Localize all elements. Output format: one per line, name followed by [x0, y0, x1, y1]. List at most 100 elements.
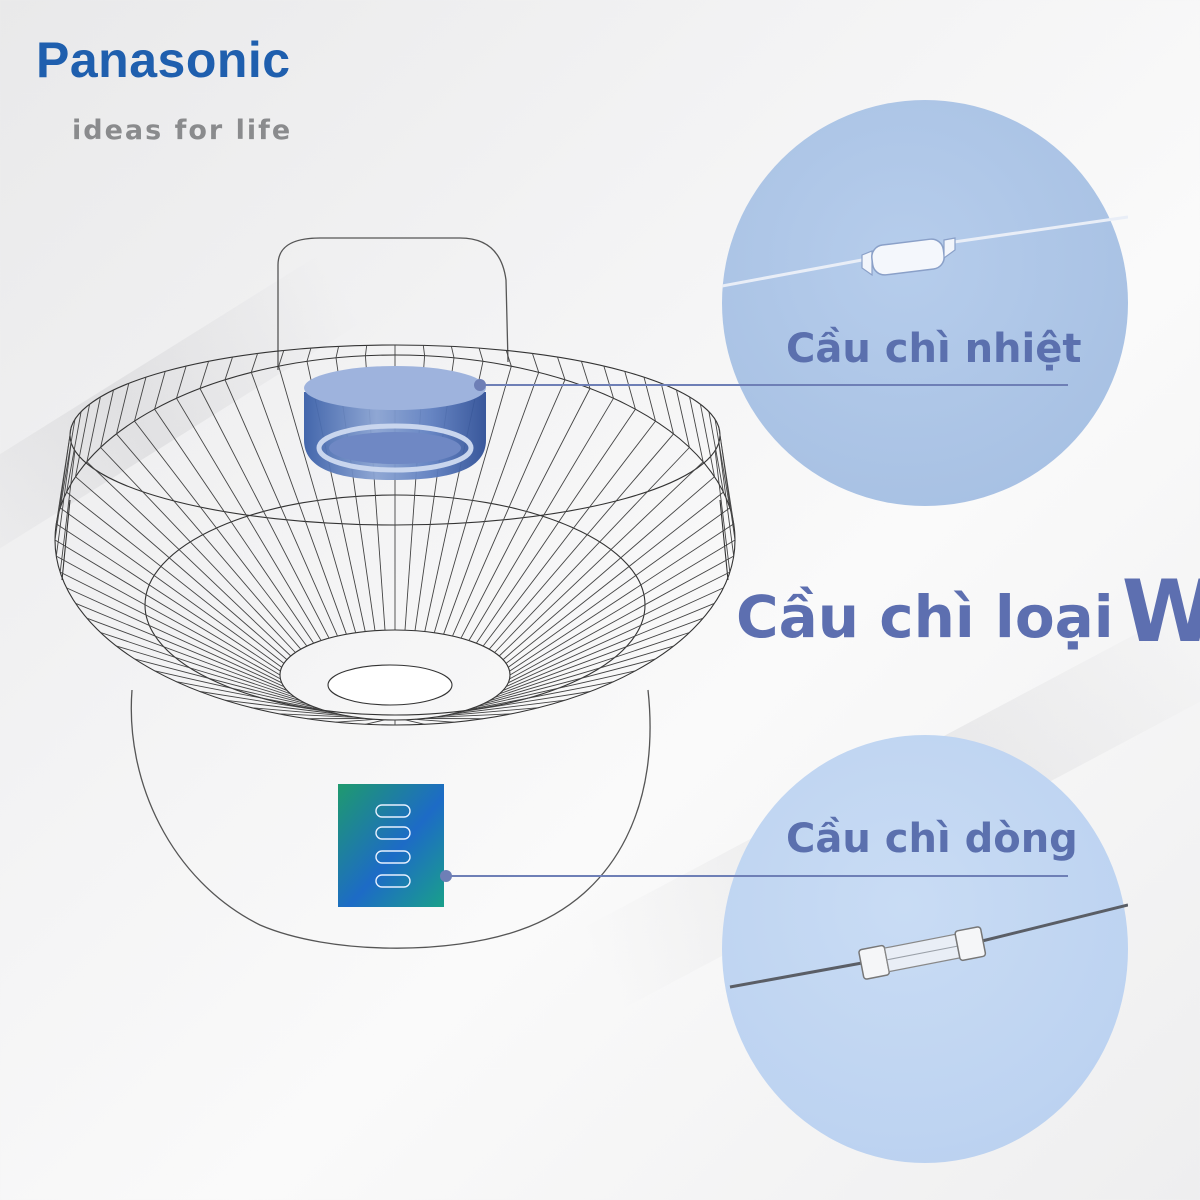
- guard-spoke: [494, 447, 690, 653]
- guard-rim-rib: [59, 419, 76, 508]
- guard-spoke: [365, 719, 386, 725]
- guard-spoke: [508, 507, 731, 668]
- guard-rim-rib: [580, 361, 591, 389]
- guard-rim-rib: [689, 396, 704, 462]
- guard-spoke: [54, 539, 281, 676]
- guard-spoke: [488, 433, 674, 650]
- guard-rim-rib: [59, 450, 76, 573]
- guard-spoke: [66, 587, 285, 688]
- guard-spoke: [56, 523, 281, 672]
- guard-rim-rib: [306, 347, 312, 362]
- guard-spoke: [134, 658, 308, 705]
- current-fuse-pointer-dot: [440, 870, 452, 882]
- fan-guard: [54, 344, 736, 726]
- guard-rim-rib: [624, 371, 636, 410]
- guard-spoke: [434, 713, 512, 718]
- guard-spoke: [59, 571, 282, 684]
- thermal-fuse-pointer-dot: [474, 379, 486, 391]
- guard-spoke: [414, 718, 455, 723]
- fuse-type-heading-emphasis: W: [1121, 562, 1200, 662]
- guard-spoke: [509, 539, 736, 676]
- guard-spoke: [278, 366, 357, 633]
- guard-spoke: [498, 461, 704, 657]
- guard-rim-rib: [55, 427, 72, 524]
- guard-rim-rib: [699, 404, 715, 477]
- guard-spoke: [100, 632, 296, 698]
- guard-spoke: [460, 691, 591, 713]
- guard-spoke: [75, 602, 288, 691]
- guard-spoke: [56, 555, 281, 680]
- guard-spoke: [250, 372, 347, 635]
- guard-rim-rib: [154, 371, 166, 410]
- guard-spoke: [468, 398, 614, 641]
- guard-rim-rib: [176, 365, 187, 399]
- guard-rim-rib: [718, 427, 735, 524]
- guard-spoke: [443, 372, 540, 635]
- brand-tagline: ideas for life: [72, 115, 293, 146]
- guard-spoke: [452, 699, 566, 715]
- brand-name: Panasonic: [36, 32, 291, 88]
- guard-spoke: [176, 398, 322, 641]
- guard-spoke: [502, 476, 715, 660]
- current-fuse-label: Cầu chì dòng: [786, 816, 1078, 862]
- guard-rim-rib: [278, 350, 285, 367]
- guard-rim-rib: [450, 346, 455, 358]
- guard-spoke: [176, 681, 322, 710]
- guard-spoke: [460, 388, 591, 639]
- guard-spoke: [154, 670, 314, 708]
- fan-pcb: [338, 784, 444, 907]
- guard-spoke: [100, 447, 296, 653]
- guard-spoke: [494, 632, 690, 698]
- guard-spoke: [482, 420, 656, 647]
- guard-rim-rib: [676, 389, 690, 448]
- current-fuse-circle: [722, 735, 1129, 1163]
- guard-spoke: [452, 379, 566, 637]
- guard-spoke: [224, 699, 338, 715]
- guard-spoke: [482, 658, 656, 705]
- guard-rim-rib: [86, 396, 101, 462]
- guard-rim-rib: [364, 345, 368, 356]
- guard-spoke: [116, 433, 302, 650]
- guard-rim-rib: [505, 350, 512, 367]
- guard-spoke: [443, 707, 539, 717]
- fuse-type-heading: Cầu chì loạiW: [736, 569, 1200, 657]
- brand-logo: Panasonic ideas for life: [36, 30, 356, 146]
- guard-rim-rib: [708, 411, 724, 493]
- guard-spoke: [499, 617, 704, 695]
- guard-spoke: [475, 408, 636, 644]
- thermal-fuse-pointer: [480, 384, 1068, 386]
- guard-spoke: [199, 691, 330, 713]
- guard-spoke: [86, 461, 292, 657]
- guard-spoke: [335, 718, 376, 723]
- guard-spoke: [224, 379, 338, 637]
- guard-rim-rib: [557, 356, 566, 380]
- guard-rim-rib: [531, 353, 540, 373]
- guard-rim-rib: [478, 347, 484, 362]
- glass-fuse-icon: [729, 903, 1129, 989]
- guard-spoke: [66, 491, 285, 664]
- guard-spoke: [251, 707, 347, 717]
- guard-rim-rib: [660, 383, 674, 435]
- guard-rim-rib: [718, 442, 735, 557]
- guard-spoke: [509, 555, 734, 680]
- guard-spoke: [86, 617, 291, 695]
- guard-spoke: [199, 388, 330, 639]
- guard-spoke: [476, 670, 636, 708]
- fan-mount-bracket: [277, 237, 509, 370]
- guard-rim-rib: [100, 389, 114, 448]
- guard-spoke: [154, 408, 315, 644]
- guard-rim-rib: [603, 365, 614, 399]
- guard-spoke: [59, 507, 282, 668]
- guard-rim-rib: [250, 353, 259, 373]
- guard-spoke: [433, 366, 512, 633]
- guard-rim-rib: [422, 345, 426, 356]
- guard-spoke: [502, 602, 715, 691]
- guard-spoke: [489, 645, 674, 702]
- thermal-fuse-label: Cầu chì nhiệt: [786, 326, 1082, 372]
- guard-rim-rib: [55, 442, 72, 557]
- guard-rim-rib: [714, 419, 731, 508]
- guard-spoke: [116, 645, 301, 702]
- guard-rim-rib: [199, 361, 210, 389]
- guard-spoke: [509, 523, 734, 672]
